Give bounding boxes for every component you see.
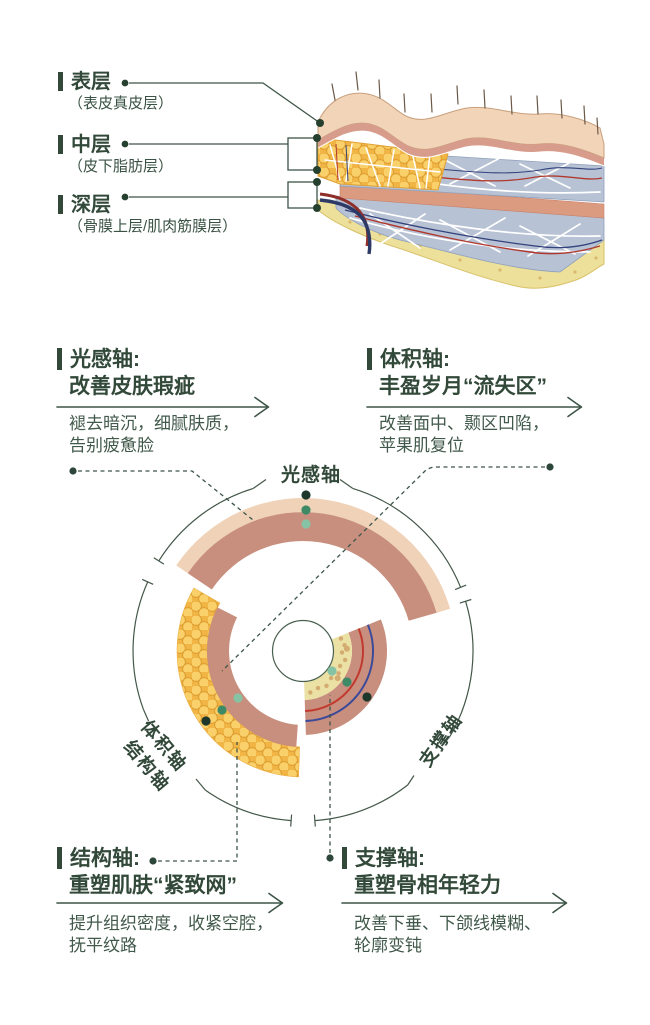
support-axis-bone-band <box>304 632 352 700</box>
label-bar-mark <box>57 847 62 869</box>
light-axis-title-text: 光感轴: <box>70 348 140 371</box>
smas-band <box>339 183 605 219</box>
surface-layer-text: 表层 <box>71 71 111 93</box>
light-axis-arrowhead <box>254 396 270 418</box>
surface-layer-label: 表层 <box>58 72 111 92</box>
light-axis-outer-band <box>176 497 451 613</box>
fat-blue-vessel <box>345 144 349 182</box>
deep-layer-text: 深层 <box>71 194 111 216</box>
light-axis-description: 褪去暗沉，细腻肤质， 告别疲惫脸 <box>69 414 239 455</box>
dashed-connectors <box>78 466 545 862</box>
layer-callout-dots <box>121 79 324 212</box>
light-axis-title: 光感轴: <box>57 348 140 371</box>
main-vein <box>319 198 372 255</box>
support-blue-vessel-arc <box>305 624 375 722</box>
support-axis-title: 支撑轴: <box>342 847 425 870</box>
mid-layer-sublabel: （皮下脂肪层） <box>68 158 174 175</box>
support-axis-description: 改善下垂、下颌线模糊、 轮廓变钝 <box>354 914 541 955</box>
volume-axis-rose-band <box>207 607 298 747</box>
axis-arrows <box>56 396 583 914</box>
fat-septa <box>324 143 441 189</box>
volume-axis-headline: 丰盈岁月“流失区” <box>379 375 547 398</box>
volume-axis-arrowhead <box>567 396 583 418</box>
dermis-highlight <box>317 130 605 167</box>
ring-label-light-axis: 光感轴 <box>281 465 342 486</box>
depth-marker-dots <box>201 490 372 726</box>
volume-axis-description: 改善面中、颞区凹陷， 苹果肌复位 <box>379 414 549 455</box>
label-bar-mark <box>58 72 63 91</box>
deep-blue-vessel <box>344 209 603 249</box>
label-bar-mark <box>58 135 63 154</box>
volume-axis-connector <box>221 466 545 672</box>
dermis-band <box>318 123 604 166</box>
surface-layer-leader <box>129 82 321 124</box>
structure-axis-description: 提升组织密度，收紧空腔， 抚平纹路 <box>69 914 273 955</box>
outer-ring-arcs <box>132 479 474 827</box>
deep-layer-bracket <box>287 181 318 209</box>
structure-axis-title-text: 结构轴: <box>70 847 140 870</box>
mid-layer-text: 中层 <box>71 134 111 156</box>
mid-layer-label: 中层 <box>58 135 111 155</box>
deep-red-vessel <box>354 215 601 255</box>
structure-axis-arrowhead <box>268 892 284 914</box>
layer-callouts <box>129 82 321 209</box>
support-axis-headline: 重塑骨相年轻力 <box>354 874 501 897</box>
connector-dots <box>69 463 554 865</box>
support-red-vessel-arc <box>305 628 364 712</box>
skin-cross-section-illustration <box>317 71 605 289</box>
deep-layer-label: 深层 <box>58 195 111 215</box>
surface-layer-sublabel: （表皮真皮层） <box>68 95 174 112</box>
ring-center-hole <box>271 619 335 683</box>
four-axis-ring-diagram <box>132 479 474 827</box>
structure-axis-title: 结构轴: <box>57 847 140 870</box>
support-bone-dots <box>308 636 350 695</box>
label-bar-mark <box>58 195 63 214</box>
label-bar-mark <box>342 847 347 869</box>
volume-axis-title-text: 体积轴: <box>380 348 450 371</box>
volume-axis-title: 体积轴: <box>367 348 450 371</box>
volume-axis-fat-band <box>176 587 300 778</box>
label-bar-mark <box>367 348 372 370</box>
structure-axis-headline: 重塑肌肤“紧致网” <box>69 874 237 897</box>
support-axis-title-text: 支撑轴: <box>355 847 425 870</box>
structure-axis-connector <box>158 742 238 862</box>
fat-red-vessel <box>335 143 339 181</box>
support-axis-arrowhead <box>552 892 568 914</box>
deep-layer-sublabel: （骨膜上层/肌肉筋膜层） <box>68 218 238 235</box>
light-axis-inner-band <box>187 512 437 621</box>
light-axis-connector <box>78 470 254 521</box>
light-axis-headline: 改善皮肤瑕疵 <box>69 375 195 398</box>
label-bar-mark <box>57 348 62 370</box>
mid-layer-bracket <box>287 137 318 171</box>
hair-strokes <box>331 71 599 135</box>
